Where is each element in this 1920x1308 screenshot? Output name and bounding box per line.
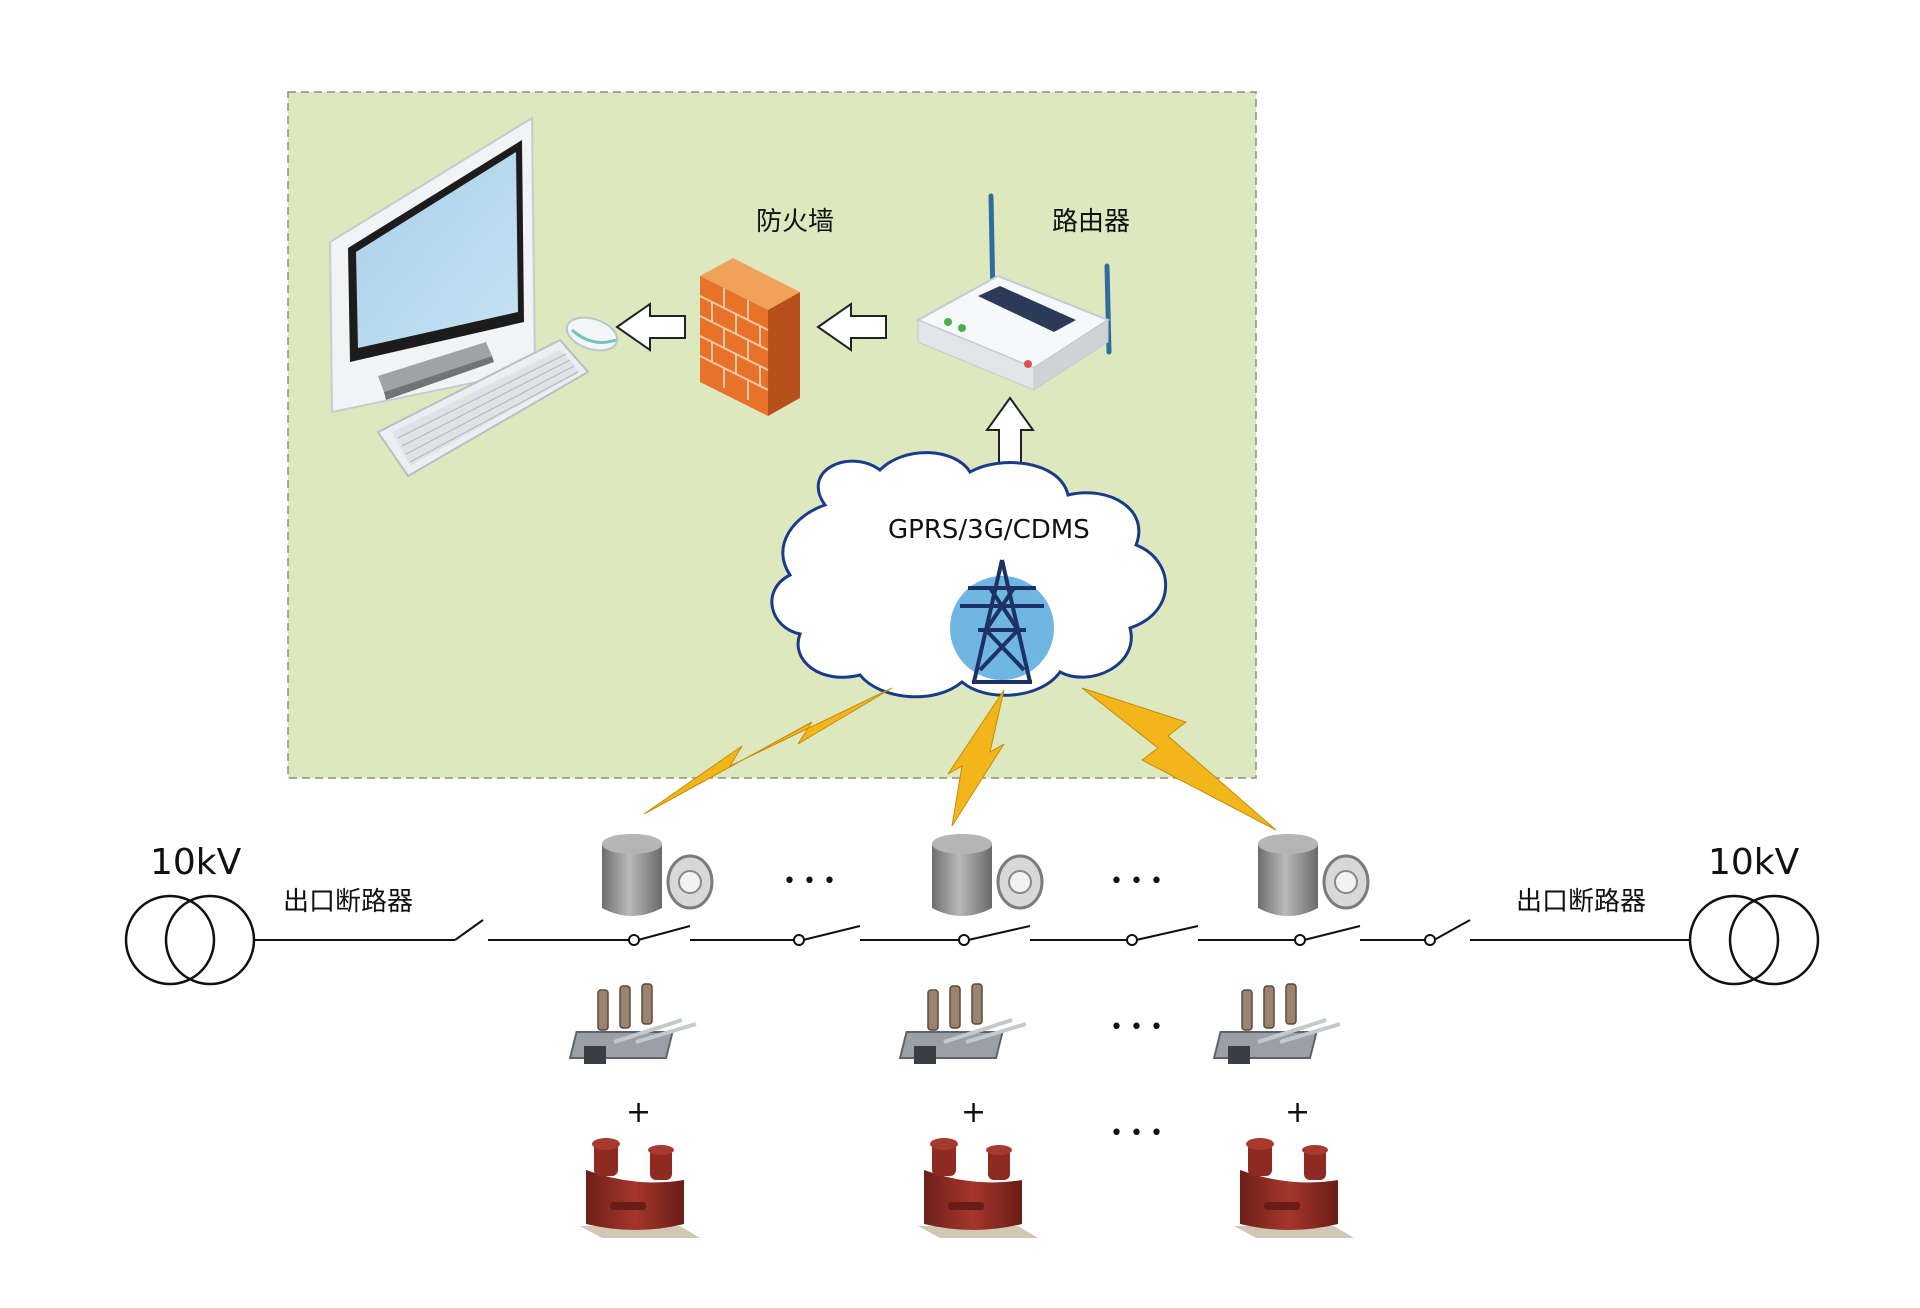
ellipsis-bottom: • • •: [1110, 1121, 1163, 1146]
fault-indicator-icon[interactable]: [932, 834, 1044, 916]
mouse-icon[interactable]: [563, 312, 622, 357]
transformer-symbol-right: [1688, 894, 1820, 986]
fault-indicator-icon[interactable]: [1258, 834, 1370, 916]
load-switch-icon[interactable]: [568, 983, 697, 1064]
wireless-link-left: [643, 687, 893, 815]
voltage-transformer-icon[interactable]: [1234, 1138, 1354, 1238]
switch-contacts: [628, 934, 1436, 946]
ellipsis-middle: • • •: [1110, 1015, 1163, 1040]
firewall-icon[interactable]: [699, 258, 800, 416]
voltage-transformer-icon[interactable]: [580, 1138, 700, 1238]
distribution-line: [254, 919, 1690, 941]
plus-sign-1: +: [626, 1095, 651, 1130]
cloud-icon: [770, 451, 1168, 699]
computer-icon[interactable]: [328, 116, 590, 478]
plus-sign-3: +: [1285, 1095, 1310, 1130]
network-label: GPRS/3G/CDMS: [888, 515, 1090, 545]
router-icon[interactable]: [915, 193, 1112, 391]
plus-sign-2: +: [961, 1095, 986, 1130]
arrow-to-firewall: [816, 302, 887, 352]
ellipsis-top-1: • • •: [783, 869, 836, 894]
ellipsis-top-2: • • •: [1110, 869, 1163, 894]
transmission-tower-icon: [950, 559, 1054, 684]
load-switch-icon[interactable]: [1212, 983, 1341, 1064]
breaker-label-right: 出口断路器: [1516, 887, 1646, 917]
voltage-transformer-icon[interactable]: [918, 1138, 1038, 1238]
wireless-link-right: [1081, 687, 1277, 831]
wireless-link-middle: [947, 689, 1005, 827]
arrow-to-computer: [615, 302, 686, 352]
voltage-label-right: 10kV: [1708, 842, 1800, 883]
breaker-label-left: 出口断路器: [283, 887, 413, 917]
load-switch-icon[interactable]: [898, 983, 1027, 1064]
voltage-label-left: 10kV: [150, 842, 242, 883]
router-label: 路由器: [1052, 207, 1130, 237]
fault-indicator-icon[interactable]: [602, 834, 714, 916]
firewall-label: 防火墙: [756, 207, 834, 237]
transformer-symbol-left: [124, 894, 256, 986]
